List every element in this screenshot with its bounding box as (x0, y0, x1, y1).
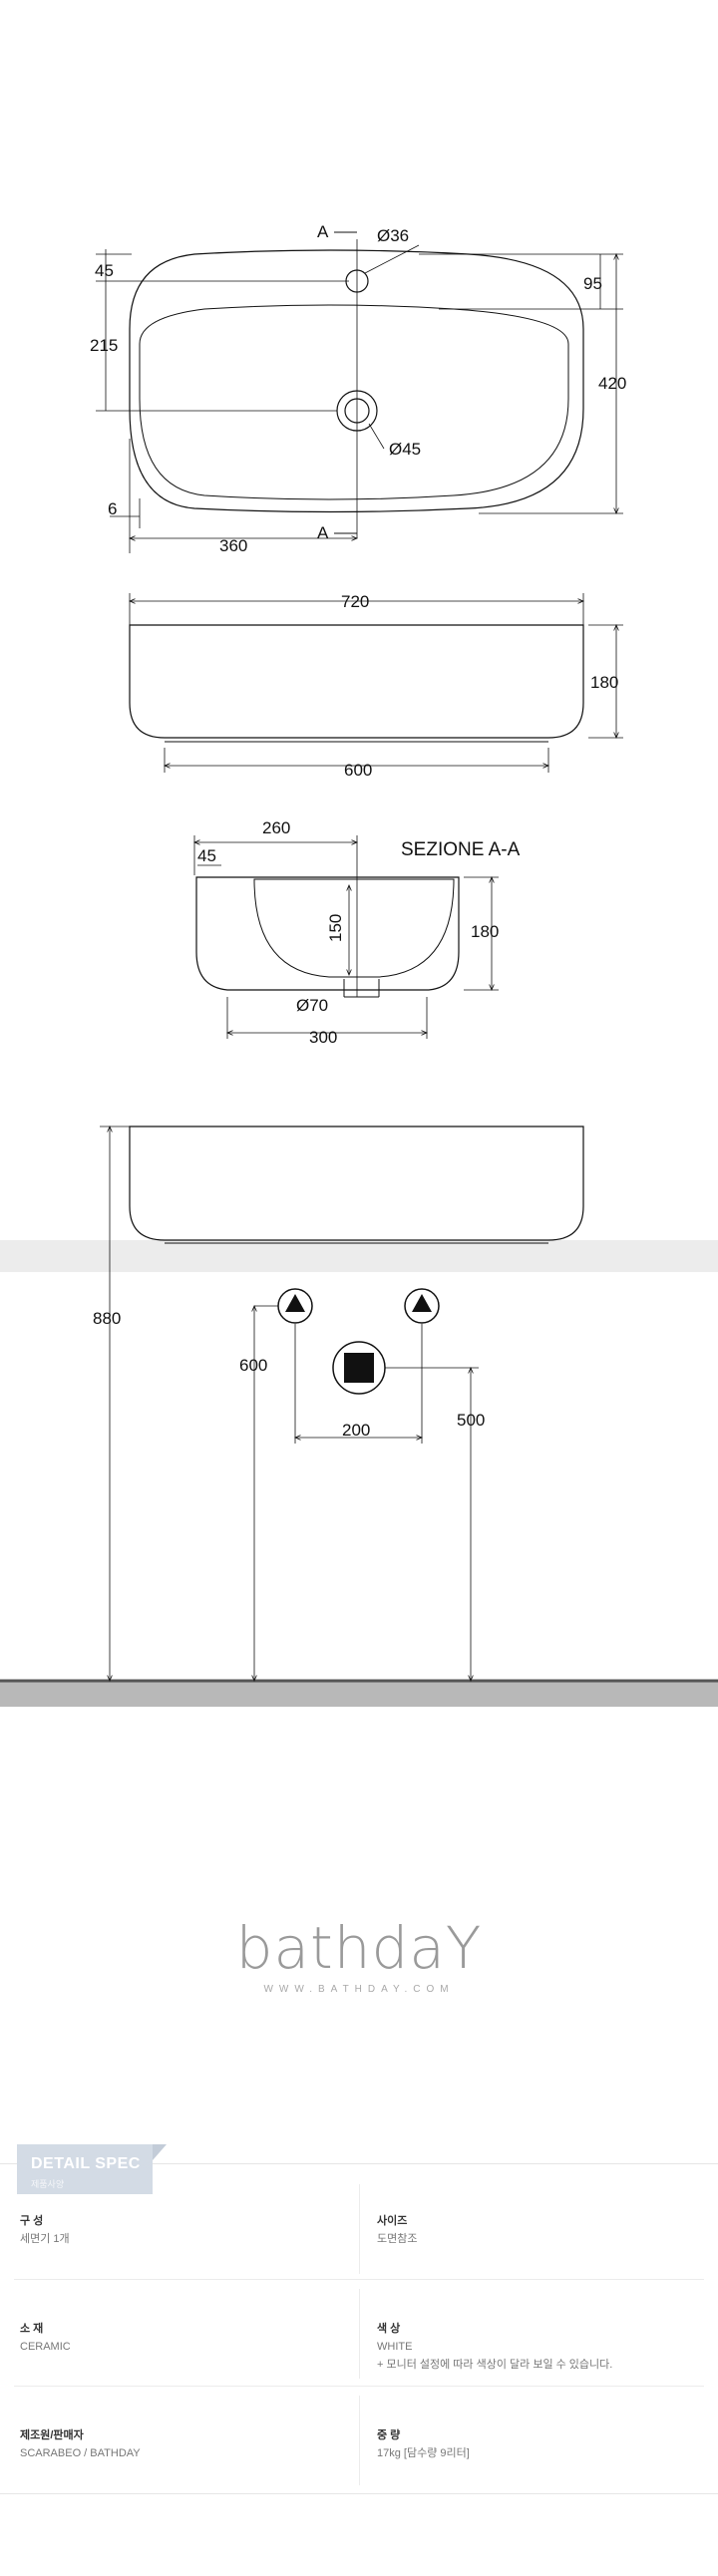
spec-label: 구 성 (20, 2215, 44, 2227)
spec-material: 소 재 CERAMIC (20, 2272, 359, 2372)
basin-outline-plan (129, 249, 584, 513)
basin-outline-front (129, 624, 584, 739)
spec-label: 색 상 (377, 2323, 401, 2335)
dim-880: 880 (93, 1309, 121, 1328)
dim-45-plan: 45 (95, 261, 114, 280)
dim-215: 215 (90, 336, 118, 355)
drain-label: Ø45 (389, 440, 421, 459)
front-view (130, 593, 623, 773)
section-mark-top: A (317, 222, 329, 241)
section-outer (195, 876, 460, 991)
plan-view (96, 231, 623, 553)
section-title: SEZIONE A-A (401, 839, 521, 860)
spec-value: SCARABEO / BATHDAY (20, 2447, 141, 2459)
spec-label: 소 재 (20, 2323, 44, 2335)
spec-value: WHITE (377, 2341, 413, 2353)
bathday-logo: bathdaY (235, 1914, 483, 1982)
basin-outline-install (129, 1126, 584, 1241)
spec-note: + 모니터 설정에 따라 색상이 달라 보일 수 있습니다. (377, 2359, 613, 2371)
wall-band (0, 1240, 718, 1272)
drain-symbol (332, 1341, 386, 1395)
tap-symbol-right (404, 1288, 440, 1324)
dim-500: 500 (457, 1411, 485, 1430)
spec-manufacturer: 제조원/판매자 SCARABEO / BATHDAY (20, 2379, 359, 2478)
divider (359, 2184, 360, 2274)
spec-value: 도면참조 (377, 2233, 418, 2245)
floor-band (0, 1681, 718, 1707)
install-view (100, 1126, 584, 1681)
dim-600-front: 600 (344, 761, 372, 780)
basin-bowl-plan (139, 304, 569, 500)
section-mark-bottom: A (317, 523, 329, 542)
spec-value: 17kg [담수량 9리터] (377, 2447, 470, 2459)
tap-symbol-left (277, 1288, 313, 1324)
dim-600-install: 600 (239, 1356, 267, 1375)
dim-420: 420 (598, 374, 626, 393)
spec-value: 세면기 1개 (20, 2233, 70, 2245)
dim-45-section: 45 (197, 846, 216, 865)
divider (14, 2279, 704, 2280)
dim-6: 6 (108, 499, 117, 518)
dim-150: 150 (326, 914, 345, 942)
spec-weight: 중 량 17kg [담수량 9리터] (377, 2379, 716, 2478)
divider (14, 2386, 704, 2387)
dim-180-front: 180 (590, 673, 618, 692)
detail-spec-subtitle: 제품사양 (31, 2179, 65, 2189)
spec-label: 중 량 (377, 2429, 401, 2441)
tap-hole-label: Ø36 (377, 226, 409, 245)
spec-size: 사이즈 도면참조 (377, 2164, 716, 2264)
spec-composition: 구 성 세면기 1개 (20, 2164, 359, 2264)
section-view (194, 835, 499, 1039)
detail-spec-section: DETAIL SPEC 제품사양 구 성 세면기 1개 사이즈 도면참조 소 재… (0, 2144, 718, 2494)
dim-360: 360 (219, 536, 247, 555)
technical-drawing: A A Ø36 Ø45 45 215 6 360 95 420 720 180 … (0, 222, 718, 1707)
spec-grid: 구 성 세면기 1개 사이즈 도면참조 소 재 CERAMIC 색 상 WHIT… (0, 2164, 718, 2493)
divider (359, 2289, 360, 2379)
dim-180-section: 180 (471, 922, 499, 941)
dim-95: 95 (583, 274, 602, 293)
dim-260: 260 (262, 818, 290, 837)
detail-spec-title: DETAIL SPEC (31, 2155, 141, 2172)
dim-70: Ø70 (296, 996, 328, 1015)
dim-200: 200 (342, 1421, 370, 1440)
bathday-url: WWW.BATHDAY.COM (263, 1984, 455, 1995)
spec-color: 색 상 WHITE + 모니터 설정에 따라 색상이 달라 보일 수 있습니다. (377, 2272, 716, 2372)
spec-value: CERAMIC (20, 2341, 71, 2353)
dim-720: 720 (341, 592, 369, 611)
section-bowl (253, 878, 455, 978)
divider (359, 2396, 360, 2485)
spec-label: 사이즈 (377, 2215, 408, 2227)
dim-300: 300 (309, 1028, 337, 1047)
detail-spec-tag: DETAIL SPEC 제품사양 (17, 2144, 167, 2194)
spec-label: 제조원/판매자 (20, 2429, 84, 2441)
